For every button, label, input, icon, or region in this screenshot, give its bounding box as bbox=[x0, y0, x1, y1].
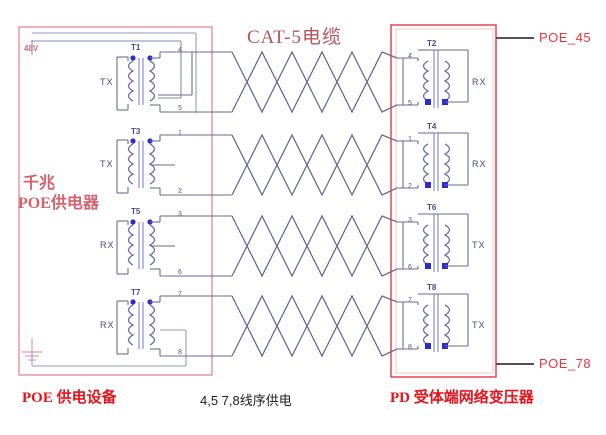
polarity-dot bbox=[425, 343, 431, 349]
side-label-T5: RX bbox=[100, 240, 115, 250]
bottom-right-caption: PD 受体端网络变压器 bbox=[390, 390, 534, 406]
side-label-T4: RX bbox=[472, 159, 487, 169]
pin-label-T3-top: 1 bbox=[178, 130, 182, 137]
pin-label-T1-top: 4 bbox=[178, 47, 182, 54]
pin-label-T7-top: 7 bbox=[178, 291, 182, 298]
transformer-label-T3: T3 bbox=[131, 127, 141, 136]
twisted-pair-bundle-3 bbox=[231, 214, 398, 278]
pin-label-T8-bottom: 8 bbox=[408, 344, 412, 351]
polarity-dot bbox=[425, 99, 431, 105]
transformer-T6 bbox=[397, 213, 469, 272]
poe-45-tag: POE_45 bbox=[539, 30, 592, 45]
transformer-label-T4: T4 bbox=[427, 122, 437, 131]
polarity-dot bbox=[130, 219, 136, 225]
pin-label-T4-bottom: 2 bbox=[408, 183, 412, 190]
twisted-pair-bundle-4 bbox=[231, 294, 398, 358]
side-label-T8: TX bbox=[472, 320, 486, 330]
side-label-T3: TX bbox=[100, 159, 114, 169]
pin-label-T1-bottom: 5 bbox=[178, 105, 182, 112]
supply-rail-48v bbox=[31, 40, 182, 99]
bottom-center-caption: 4,5 7,8线序供电 bbox=[200, 393, 292, 408]
pin-label-T3-bottom: 2 bbox=[178, 188, 182, 195]
pin-label-T5-top: 3 bbox=[178, 211, 182, 218]
transformer-T2 bbox=[397, 49, 469, 108]
transformer-label-T7: T7 bbox=[131, 288, 141, 297]
ground-wire bbox=[31, 329, 187, 367]
left-panel-border bbox=[18, 26, 213, 376]
side-label-T2: RX bbox=[472, 77, 487, 87]
twisted-pair-bundle-2 bbox=[231, 133, 398, 197]
twisted-pair-bundle-1 bbox=[231, 50, 398, 114]
side-label-T7: RX bbox=[100, 320, 115, 330]
left-panel-label-line1: 千兆 bbox=[23, 175, 56, 192]
pin-label-T6-top: 3 bbox=[408, 217, 412, 224]
transformer-label-T1: T1 bbox=[131, 43, 141, 52]
side-label-T6: TX bbox=[472, 240, 486, 250]
transformer-label-T5: T5 bbox=[131, 207, 141, 216]
left-panel-label-line2: POE供电器 bbox=[18, 195, 99, 212]
transformer-T5 bbox=[116, 215, 232, 277]
transformer-T1 bbox=[116, 51, 232, 113]
polarity-dot bbox=[425, 182, 431, 188]
pin-label-T2-bottom: 5 bbox=[408, 100, 412, 107]
polarity-dot bbox=[130, 55, 136, 61]
cat5-cable-title: CAT-5电缆 bbox=[247, 27, 342, 48]
poe-78-tag: POE_78 bbox=[539, 356, 592, 371]
polarity-dot bbox=[130, 299, 136, 305]
pin-label-T4-top: 1 bbox=[408, 136, 412, 143]
pin-label-T7-bottom: 8 bbox=[178, 349, 182, 356]
pin-label-T6-bottom: 6 bbox=[408, 264, 412, 271]
supply-voltage-label: 48V bbox=[24, 44, 39, 53]
transformer-label-T8: T8 bbox=[427, 283, 437, 292]
polarity-dot bbox=[425, 263, 431, 269]
polarity-dot bbox=[130, 138, 136, 144]
transformer-T7 bbox=[116, 295, 232, 357]
transformer-T8 bbox=[397, 293, 469, 352]
transformer-label-T2: T2 bbox=[427, 39, 437, 48]
transformer-label-T6: T6 bbox=[427, 203, 437, 212]
bottom-left-caption: POE 供电设备 bbox=[22, 390, 117, 406]
right-panel-inner-border bbox=[395, 28, 494, 374]
pin-label-T8-top: 7 bbox=[408, 297, 412, 304]
side-label-T1: TX bbox=[100, 77, 114, 87]
transformer-T3 bbox=[116, 134, 232, 196]
pin-label-T2-top: 4 bbox=[408, 53, 412, 60]
supply-rail-outer bbox=[32, 32, 197, 113]
pin-label-T5-bottom: 6 bbox=[178, 269, 182, 276]
transformer-T4 bbox=[397, 132, 469, 191]
